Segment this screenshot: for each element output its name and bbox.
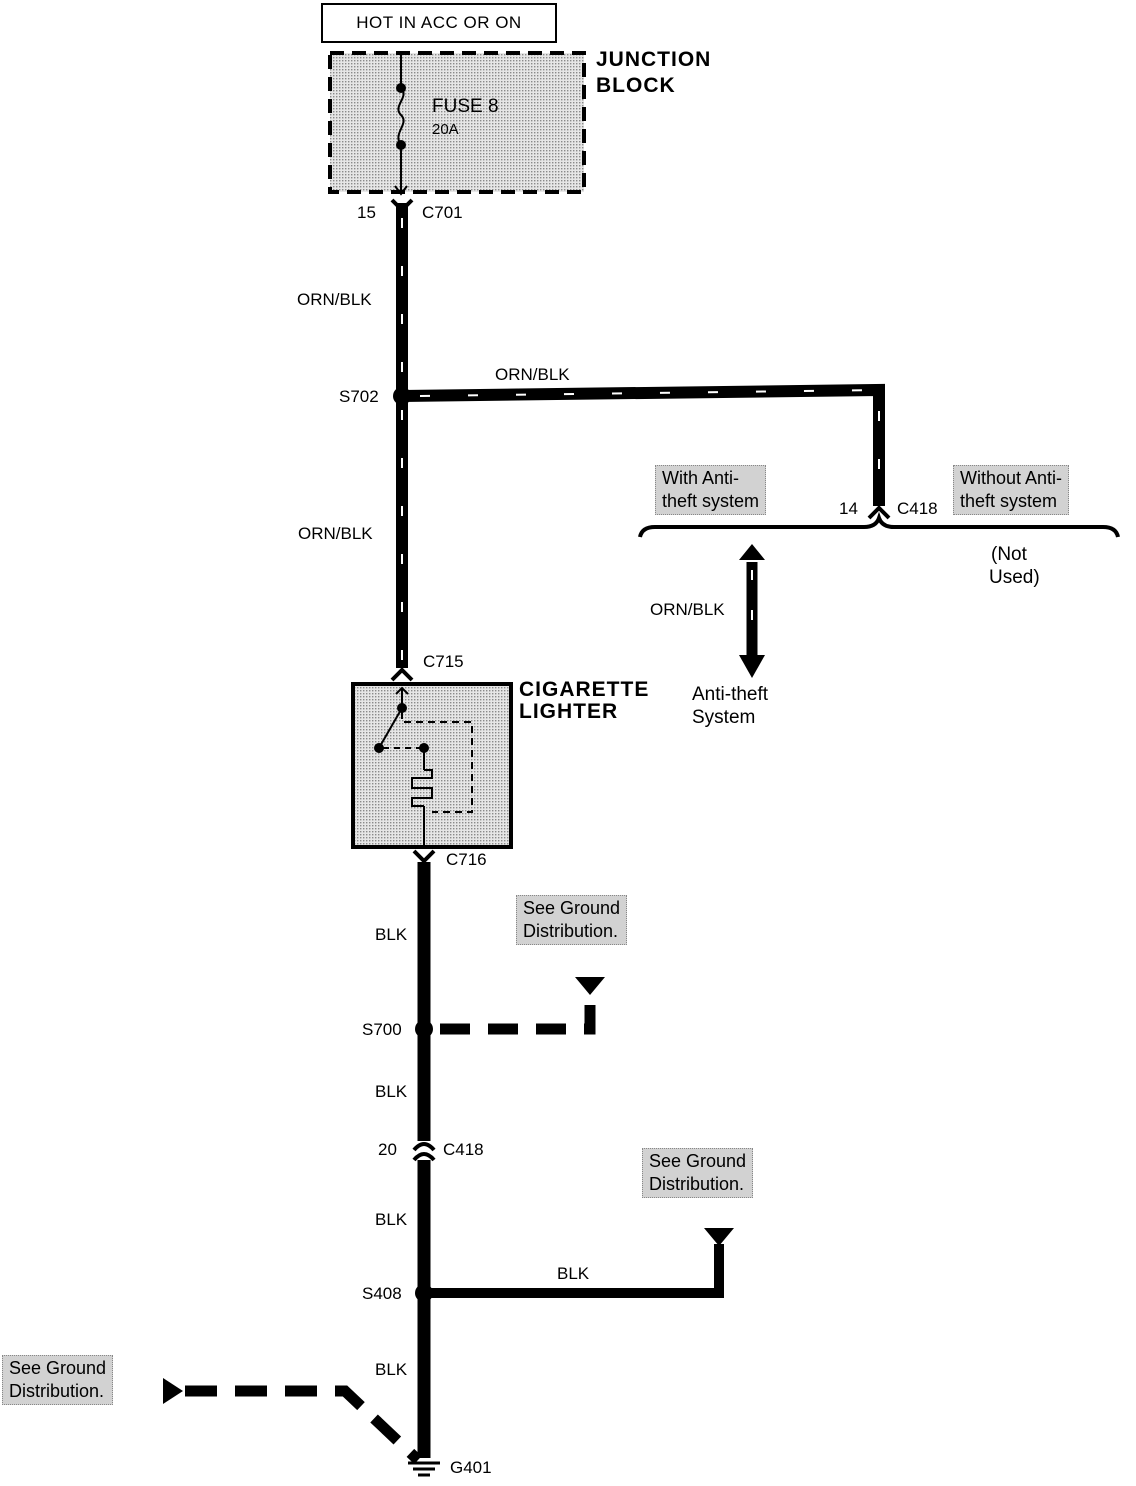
ground-arrow-3 (163, 1378, 183, 1404)
c716-label: C716 (446, 850, 487, 869)
wire-label-orn-blk-anti: ORN/BLK (650, 600, 725, 619)
lighter-title-1: CIGARETTE (519, 678, 650, 701)
cigarette-lighter-component (351, 682, 513, 849)
c715-label: C715 (423, 652, 464, 671)
wire-label-blk-3: BLK (375, 1210, 408, 1229)
option-with-anti-theft: With Anti- theft system (655, 465, 767, 515)
ground-g401-symbol (408, 1461, 440, 1477)
connector-c715-symbol (390, 667, 414, 682)
wire-label-orn-blk-1: ORN/BLK (297, 290, 372, 309)
junction-block (328, 51, 586, 194)
connector-c418-anti-symbol (867, 505, 891, 520)
wire-s408-ground (424, 1244, 724, 1298)
anti-theft-label-2: System (692, 707, 756, 728)
splice-s700-dot (415, 1020, 433, 1038)
g401-label: G401 (450, 1458, 492, 1477)
ground-arrow-1 (575, 977, 605, 995)
wire-label-orn-blk-2: ORN/BLK (298, 524, 373, 543)
wire-label-blk-1: BLK (375, 925, 408, 944)
connector-c716-symbol (412, 849, 436, 864)
wire-label-blk-2: BLK (375, 1082, 408, 1101)
s700-label: S700 (362, 1020, 402, 1039)
ground-note-2: See Ground Distribution. (642, 1148, 754, 1198)
fuse-name: FUSE 8 (432, 96, 499, 117)
lighter-title-2: LIGHTER (519, 700, 619, 723)
c701-label: C701 (422, 203, 463, 222)
wire-label-blk-branch: BLK (557, 1264, 590, 1283)
option-bracket (638, 511, 1120, 538)
connector-c701-symbol (390, 198, 414, 213)
junction-block-title-1: JUNCTION (596, 48, 712, 71)
not-used-label-1: (Not (991, 544, 1027, 565)
c418-anti-label: C418 (897, 499, 938, 518)
wire-label-orn-blk-branch: ORN/BLK (495, 365, 570, 384)
anti-theft-arrow (739, 544, 765, 678)
fuse-symbol (394, 55, 408, 196)
ground-arrow-2 (704, 1228, 734, 1246)
ground-note-3: See Ground Distribution. (2, 1355, 114, 1405)
anti-theft-label-1: Anti-theft (692, 684, 769, 705)
lighter-switch-symbol (374, 686, 473, 845)
s702-label: S702 (339, 387, 379, 406)
fuse-rating: 20A (432, 121, 459, 138)
ground-note-1: See Ground Distribution. (516, 895, 628, 945)
c418-ground-pin: 20 (378, 1140, 397, 1159)
wire-g401-ground-dashed (185, 1385, 422, 1464)
junction-block-title-2: BLOCK (596, 74, 676, 97)
wire-label-blk-4: BLK (375, 1360, 408, 1379)
not-used-label-2: Used) (989, 567, 1040, 588)
c418-anti-pin: 14 (839, 499, 858, 518)
wire-orn-blk-branch (401, 383, 885, 506)
c418-ground-label: C418 (443, 1140, 484, 1159)
connector-c418-ground-symbol (412, 1142, 436, 1162)
power-condition-box: HOT IN ACC OR ON (321, 3, 557, 43)
c701-pin: 15 (357, 203, 376, 222)
option-without-anti-theft: Without Anti- theft system (953, 465, 1070, 515)
s408-label: S408 (362, 1284, 402, 1303)
wire-s700-ground-dashed (440, 994, 596, 1035)
splice-s702-dot (393, 387, 411, 405)
